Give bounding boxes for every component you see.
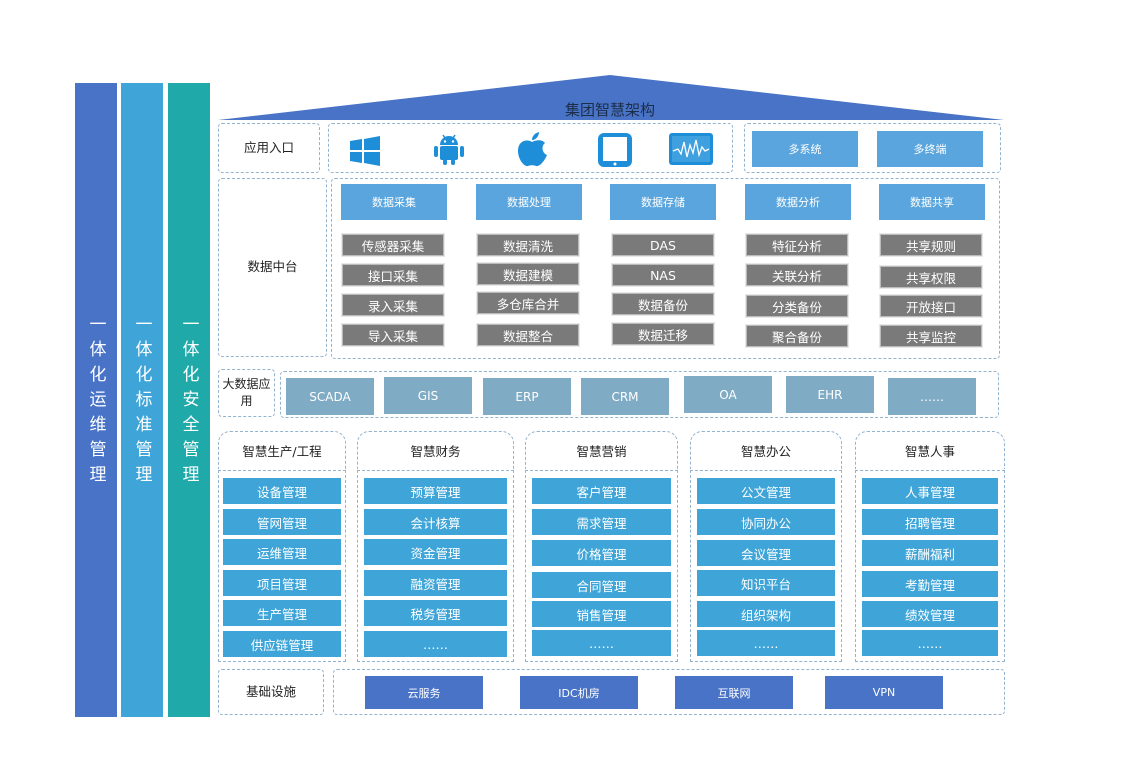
data-cell: 传感器采集 xyxy=(342,234,444,256)
android-icon xyxy=(434,134,464,165)
module-item[interactable]: 资金管理 xyxy=(364,539,507,565)
infra-cloud[interactable]: 云服务 xyxy=(365,676,483,709)
module-item[interactable]: 人事管理 xyxy=(862,478,998,504)
module-item[interactable]: 合同管理 xyxy=(532,572,671,598)
data-cell: 分类备份 xyxy=(746,295,848,317)
module-item[interactable]: 运维管理 xyxy=(223,539,341,565)
module-item[interactable]: 招聘管理 xyxy=(862,509,998,535)
data-cell: 数据备份 xyxy=(612,293,714,315)
roof xyxy=(218,75,1004,120)
data-cell: 数据清洗 xyxy=(477,234,579,256)
system-more[interactable]: …… xyxy=(888,378,976,415)
header-process: 数据处理 xyxy=(476,184,582,220)
multi-system-button[interactable]: 多系统 xyxy=(752,131,858,167)
datacenter-label-box: 数据中台 xyxy=(218,178,327,357)
module-item[interactable]: 绩效管理 xyxy=(862,601,998,627)
data-cell: 导入采集 xyxy=(342,324,444,346)
data-cell: 数据迁移 xyxy=(612,323,714,345)
data-cell: 共享权限 xyxy=(880,266,982,288)
module-title: 智慧财务 xyxy=(357,431,514,469)
header-share: 数据共享 xyxy=(879,184,985,220)
data-cell: 聚合备份 xyxy=(746,325,848,347)
data-cell: 关联分析 xyxy=(746,264,848,286)
system-erp[interactable]: ERP xyxy=(483,378,571,415)
infra-label-box: 基础设施 xyxy=(218,669,324,715)
module-marketing: 智慧营销 客户管理 需求管理 价格管理 合同管理 销售管理 …… xyxy=(525,431,678,662)
data-cell: 开放接口 xyxy=(880,295,982,317)
multi-terminal-button[interactable]: 多终端 xyxy=(877,131,983,167)
module-item[interactable]: 价格管理 xyxy=(532,540,671,566)
system-crm[interactable]: CRM xyxy=(581,378,669,415)
module-title: 智慧生产/工程 xyxy=(218,431,346,469)
module-item[interactable]: 客户管理 xyxy=(532,478,671,504)
analytics-icon xyxy=(669,133,713,165)
module-title: 智慧人事 xyxy=(855,431,1005,469)
windows-icon xyxy=(350,136,380,166)
module-title: 智慧办公 xyxy=(690,431,842,469)
data-cell: 共享规则 xyxy=(880,234,982,256)
module-title: 智慧营销 xyxy=(525,431,678,469)
module-production: 智慧生产/工程 设备管理 管网管理 运维管理 项目管理 生产管理 供应链管理 xyxy=(218,431,346,662)
module-item[interactable]: 设备管理 xyxy=(223,478,341,504)
infra-vpn[interactable]: VPN xyxy=(825,676,943,709)
module-item[interactable]: 生产管理 xyxy=(223,600,341,626)
system-ehr[interactable]: EHR xyxy=(786,376,874,413)
module-item[interactable]: 融资管理 xyxy=(364,570,507,596)
data-cell: 共享监控 xyxy=(880,325,982,347)
data-cell: NAS xyxy=(612,264,714,286)
module-hr: 智慧人事 人事管理 招聘管理 薪酬福利 考勤管理 绩效管理 …… xyxy=(855,431,1005,662)
module-item[interactable]: 项目管理 xyxy=(223,570,341,596)
system-gis[interactable]: GIS xyxy=(384,377,472,414)
module-finance: 智慧财务 预算管理 会计核算 资金管理 融资管理 税务管理 …… xyxy=(357,431,514,662)
module-office: 智慧办公 公文管理 协同办公 会议管理 知识平台 组织架构 …… xyxy=(690,431,842,662)
module-item[interactable]: 管网管理 xyxy=(223,509,341,535)
module-item[interactable]: 会议管理 xyxy=(697,540,835,566)
system-scada[interactable]: SCADA xyxy=(286,378,374,415)
system-oa[interactable]: OA xyxy=(684,376,772,413)
diagram-title: 集团智慧架构 xyxy=(564,101,655,119)
data-cell: 数据建模 xyxy=(477,263,579,285)
module-item[interactable]: 需求管理 xyxy=(532,509,671,535)
pillar-security: 一体化安全管理 xyxy=(168,83,210,717)
bigdata-label-box: 大数据应用 xyxy=(218,369,275,417)
header-collect: 数据采集 xyxy=(341,184,447,220)
data-cell: DAS xyxy=(612,234,714,256)
entry-label-box: 应用入口 xyxy=(218,123,320,173)
infra-label: 基础设施 xyxy=(245,683,296,699)
apple-icon xyxy=(518,132,547,167)
header-store: 数据存储 xyxy=(610,184,716,220)
data-cell: 数据整合 xyxy=(477,324,579,346)
datacenter-label: 数据中台 xyxy=(247,259,298,275)
module-item[interactable]: …… xyxy=(532,630,671,656)
module-item[interactable]: 税务管理 xyxy=(364,600,507,626)
module-item[interactable]: 知识平台 xyxy=(697,570,835,596)
module-item[interactable]: …… xyxy=(862,630,998,656)
module-item[interactable]: 考勤管理 xyxy=(862,571,998,597)
pillar-ops: 一体化运维管理 xyxy=(75,83,117,717)
module-item[interactable]: …… xyxy=(364,631,507,657)
header-analyze: 数据分析 xyxy=(745,184,851,220)
data-cell: 多仓库合并 xyxy=(477,292,579,314)
module-item[interactable]: 预算管理 xyxy=(364,478,507,504)
module-item[interactable]: …… xyxy=(697,630,835,656)
module-item[interactable]: 销售管理 xyxy=(532,601,671,627)
module-item[interactable]: 协同办公 xyxy=(697,509,835,535)
infra-internet[interactable]: 互联网 xyxy=(675,676,793,709)
module-item[interactable]: 供应链管理 xyxy=(223,631,341,657)
module-item[interactable]: 薪酬福利 xyxy=(862,540,998,566)
entry-label: 应用入口 xyxy=(243,139,294,155)
tablet-icon xyxy=(598,133,632,167)
module-item[interactable]: 组织架构 xyxy=(697,601,835,627)
data-cell: 接口采集 xyxy=(342,264,444,286)
data-cell: 特征分析 xyxy=(746,234,848,256)
bigdata-label: 大数据应用 xyxy=(222,376,271,408)
pillar-standard: 一体化标准管理 xyxy=(121,83,163,717)
data-cell: 录入采集 xyxy=(342,294,444,316)
module-item[interactable]: 公文管理 xyxy=(697,478,835,504)
infra-idc[interactable]: IDC机房 xyxy=(520,676,638,709)
module-item[interactable]: 会计核算 xyxy=(364,509,507,535)
